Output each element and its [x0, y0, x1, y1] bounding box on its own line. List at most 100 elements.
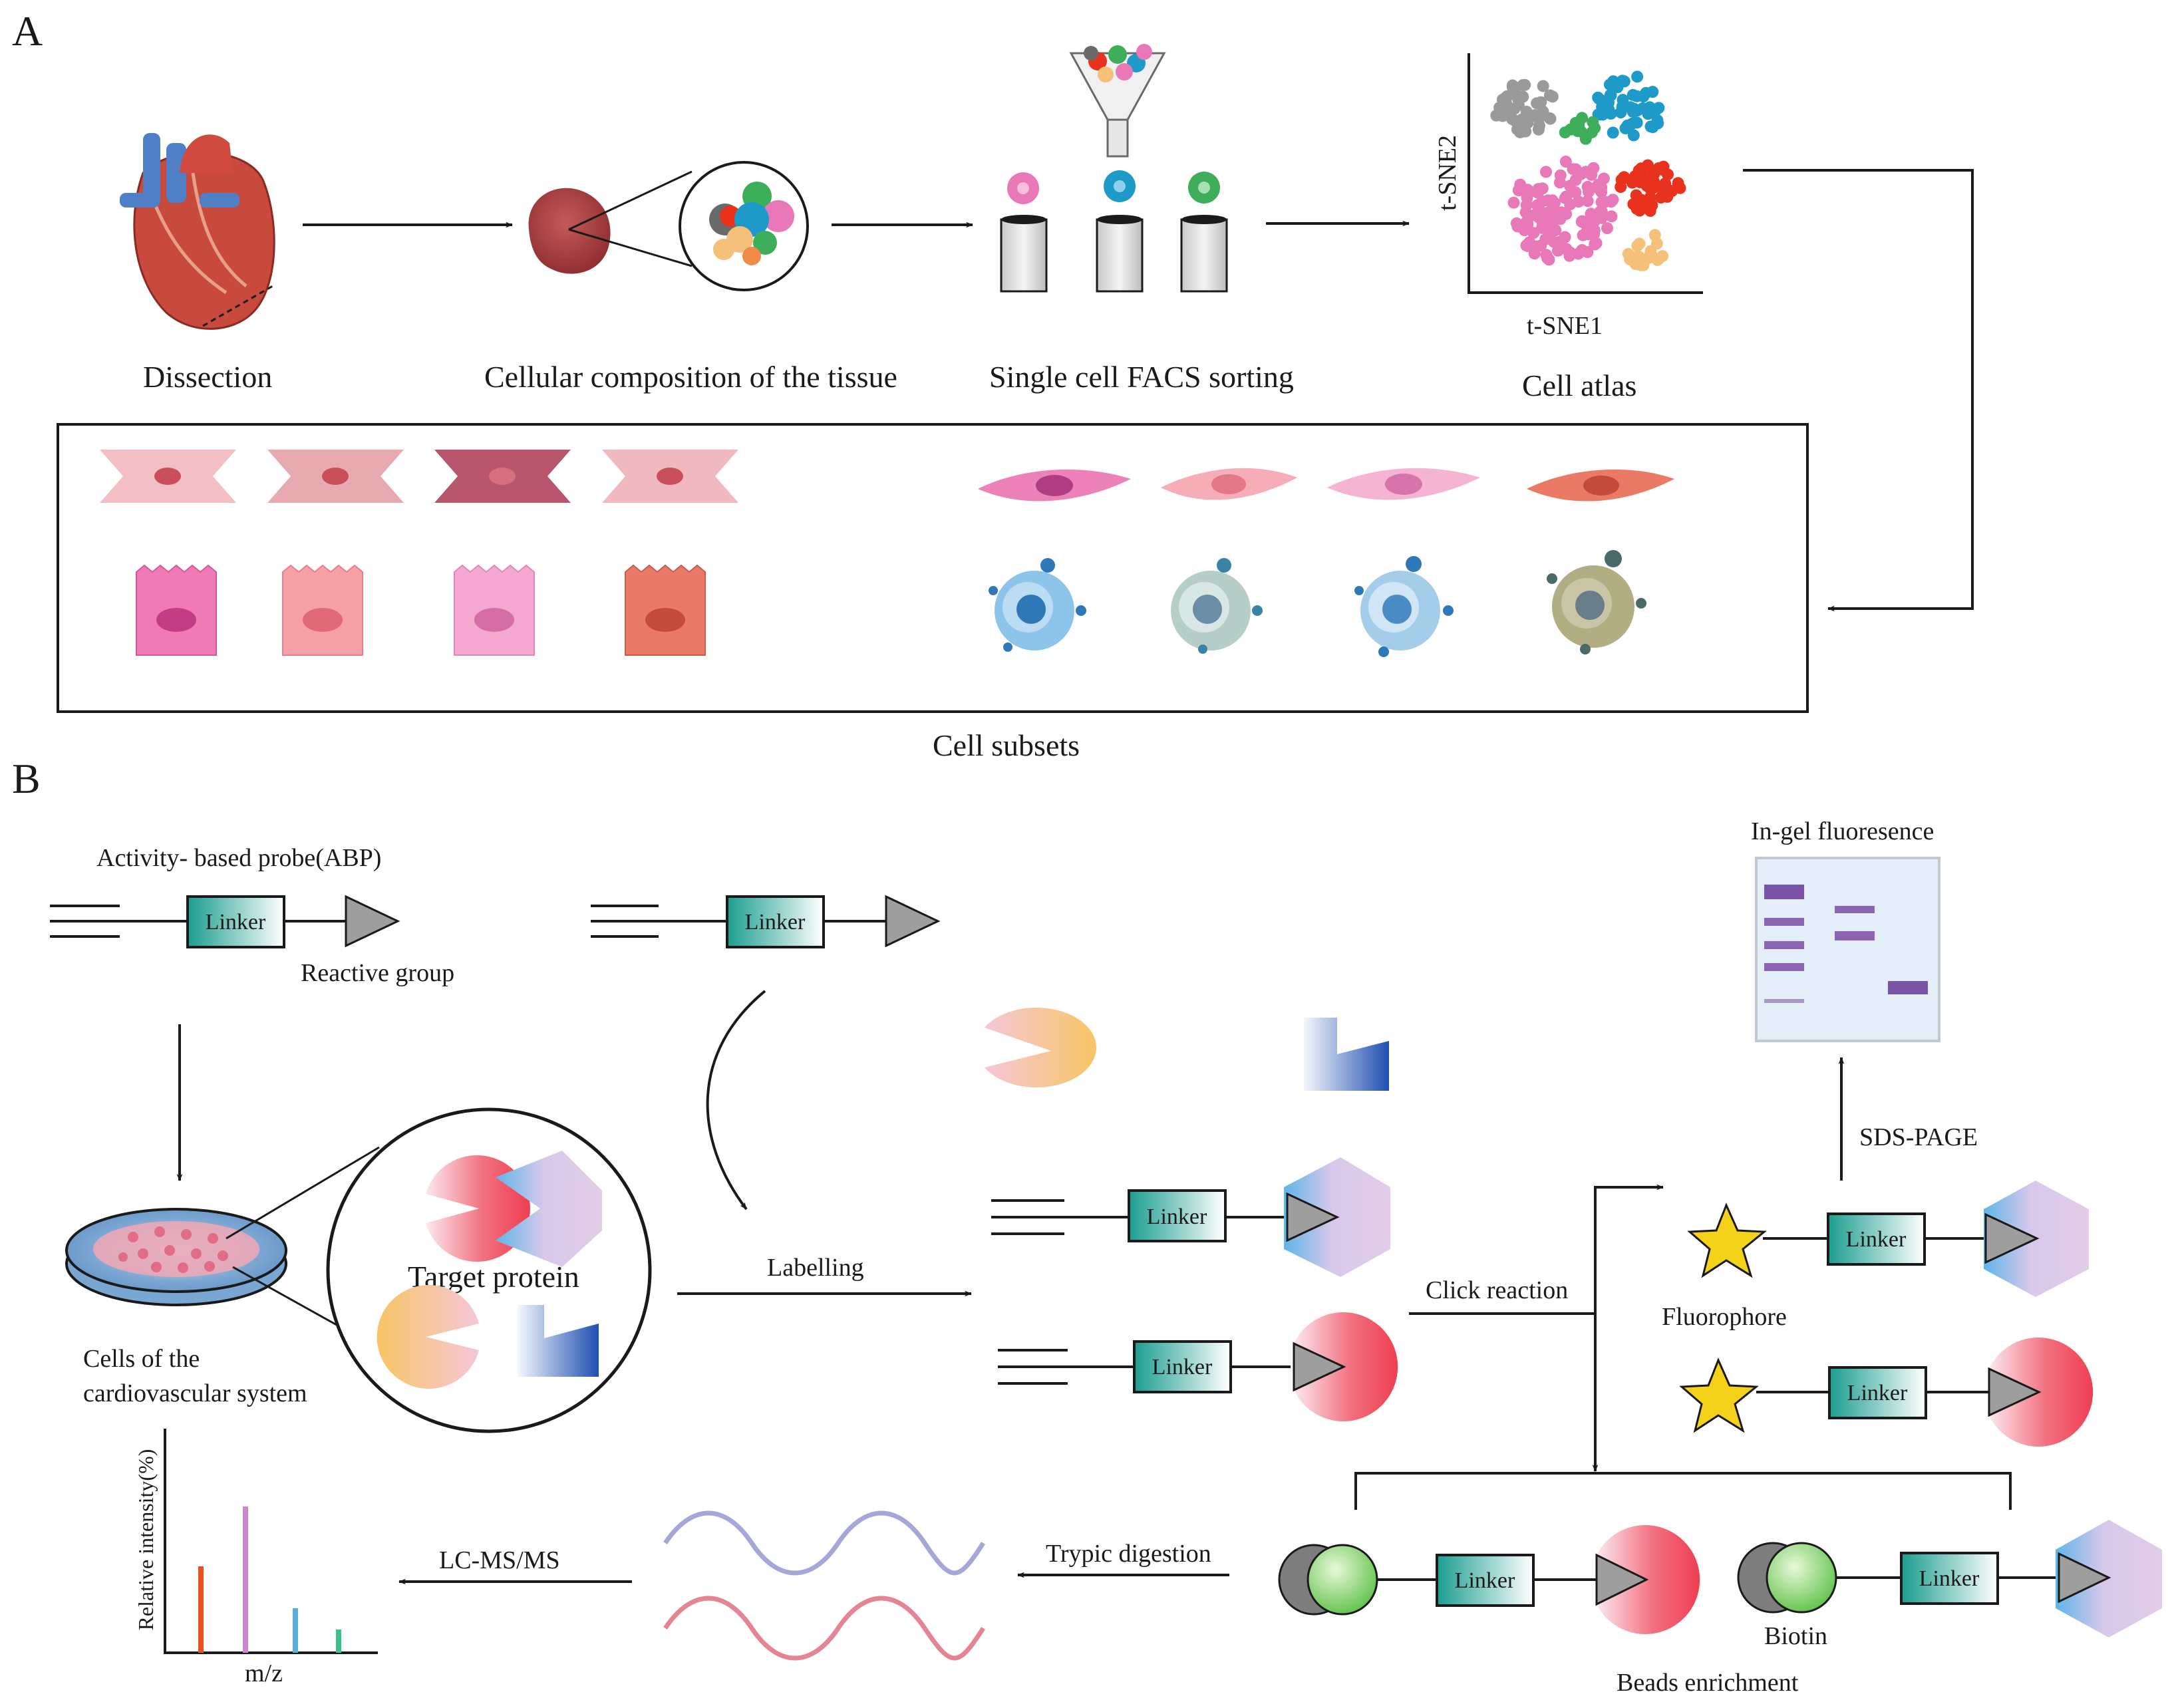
immune-cell-4: [1547, 550, 1646, 654]
tsne-point: [1672, 177, 1684, 190]
endothelial-row: [136, 564, 706, 656]
tsne-point: [1631, 71, 1644, 83]
zoom-line-top: [226, 1146, 380, 1240]
fluorophore-star-icon: [1679, 1357, 1759, 1433]
tsne-point: [1589, 237, 1601, 250]
peptide-wave-red: [663, 1596, 985, 1661]
cell-subsets-label: Cell subsets: [933, 728, 1080, 762]
spectrum-axes: [164, 1429, 378, 1654]
tsne-point: [1595, 212, 1608, 224]
cardiomyocyte-row: [100, 450, 738, 503]
tsne-point: [1592, 91, 1605, 104]
reactive-group-icon: [345, 895, 400, 948]
linker-box: [1436, 1554, 1535, 1607]
tsne-point: [1544, 112, 1557, 125]
linker-box: [726, 895, 825, 948]
spectrum-peak: [336, 1630, 341, 1653]
tsne-point: [1560, 208, 1573, 220]
facs-sorting-label: Single cell FACS sorting: [989, 360, 1294, 394]
tsne-point: [1535, 96, 1547, 108]
tsne-point: [1595, 181, 1608, 194]
panel-a-letter: A: [12, 7, 43, 55]
tsne-point: [1521, 188, 1534, 200]
tsne-point: [1626, 88, 1639, 101]
arrow-atlas-to-subsets: [1743, 169, 1974, 612]
tsne-point: [1637, 259, 1650, 271]
tsne-point: [1563, 180, 1576, 192]
spectrum-peak: [198, 1566, 204, 1653]
cardiomyocyte-cell-1: [100, 450, 236, 503]
labelled-complex-red: Linker: [998, 1312, 1398, 1421]
biotin-label: Biotin: [1764, 1622, 1827, 1650]
in-gel-label: In-gel fluoresence: [1751, 817, 1934, 845]
tsne-point: [1615, 106, 1627, 118]
reactive-group-label: Reactive group: [301, 959, 454, 987]
tsne-point: [1512, 184, 1525, 197]
tsne-point: [1514, 126, 1527, 138]
tsne-point: [1607, 126, 1619, 139]
tsne-point: [1603, 78, 1616, 91]
tsne-point: [1659, 177, 1672, 190]
dissection-label: Dissection: [143, 360, 272, 394]
tsne-point: [1542, 206, 1555, 219]
gel-band: [1764, 963, 1804, 971]
fibroblast-cell-1: [978, 469, 1131, 501]
fluorophore-label: Fluorophore: [1662, 1303, 1787, 1331]
gel-band: [1888, 981, 1928, 994]
tsne-point: [1510, 217, 1523, 229]
tsne-point: [1627, 198, 1640, 210]
tsne2-axis-label: t-SNE2: [1434, 135, 1462, 211]
tsne-point: [1540, 166, 1552, 178]
tsne-point: [1640, 86, 1652, 99]
linker-label: Linker: [206, 910, 266, 934]
tsne-point: [1581, 246, 1594, 258]
tube-1: [1000, 218, 1048, 293]
tsne-point: [1627, 129, 1640, 142]
panel-b-letter: B: [12, 755, 41, 802]
target-protein-hex: [496, 1151, 602, 1267]
linker-label: Linker: [1455, 1568, 1515, 1593]
target-protein-orange: [377, 1285, 479, 1389]
arrow-to-fluorophore: [1594, 1184, 1664, 1467]
tsne-point: [1559, 231, 1571, 243]
tryptic-digestion-label: Trypic digestion: [1046, 1540, 1211, 1568]
labelling-label: Labelling: [767, 1254, 864, 1282]
tsne1-axis-label: t-SNE1: [1527, 312, 1603, 340]
tsne-point: [1601, 222, 1613, 234]
tsne-point: [1605, 210, 1618, 223]
spectrum-peak: [293, 1608, 298, 1653]
tube-2: [1096, 218, 1144, 293]
immune-cell-2: [1171, 558, 1263, 654]
petri-dish-icon: [65, 1208, 287, 1306]
tsne-point: [1624, 253, 1636, 266]
immune-cell-1: [989, 558, 1086, 652]
linker-box: [1828, 1366, 1927, 1419]
tsne-point: [1572, 247, 1585, 260]
tsne-point: [1585, 168, 1598, 181]
fluorophore-complex-red: Linker: [1679, 1338, 2093, 1447]
linker-label: Linker: [1847, 1381, 1908, 1405]
tsne-point: [1559, 126, 1571, 139]
heart-icon: [120, 133, 275, 330]
tsne-point: [1509, 114, 1521, 127]
tsne-point: [1533, 119, 1545, 132]
cardiomyocyte-cell-4: [602, 450, 738, 503]
labelled-complex-hex: Linker: [991, 1157, 1390, 1277]
cell-atlas-label: Cell atlas: [1522, 368, 1636, 402]
tsne-point: [1497, 106, 1509, 118]
linker-box: [1900, 1552, 1999, 1605]
epithelial-cell-3: [454, 564, 535, 656]
tsne-point: [1581, 195, 1594, 208]
tsne-point: [1553, 176, 1566, 189]
cardiomyocyte-cell-2: [267, 450, 404, 503]
tsne-point: [1537, 80, 1549, 92]
bead-complex-hex: Linker: [1737, 1520, 2162, 1637]
tsne-point: [1656, 164, 1669, 176]
beads-bracket: [1354, 1472, 2012, 1510]
tsne-point: [1540, 249, 1553, 261]
gel-band: [1764, 941, 1804, 949]
linker-label: Linker: [1147, 1205, 1207, 1229]
cells-label-line1: Cells of the: [83, 1345, 200, 1373]
tsne-point: [1631, 104, 1644, 117]
